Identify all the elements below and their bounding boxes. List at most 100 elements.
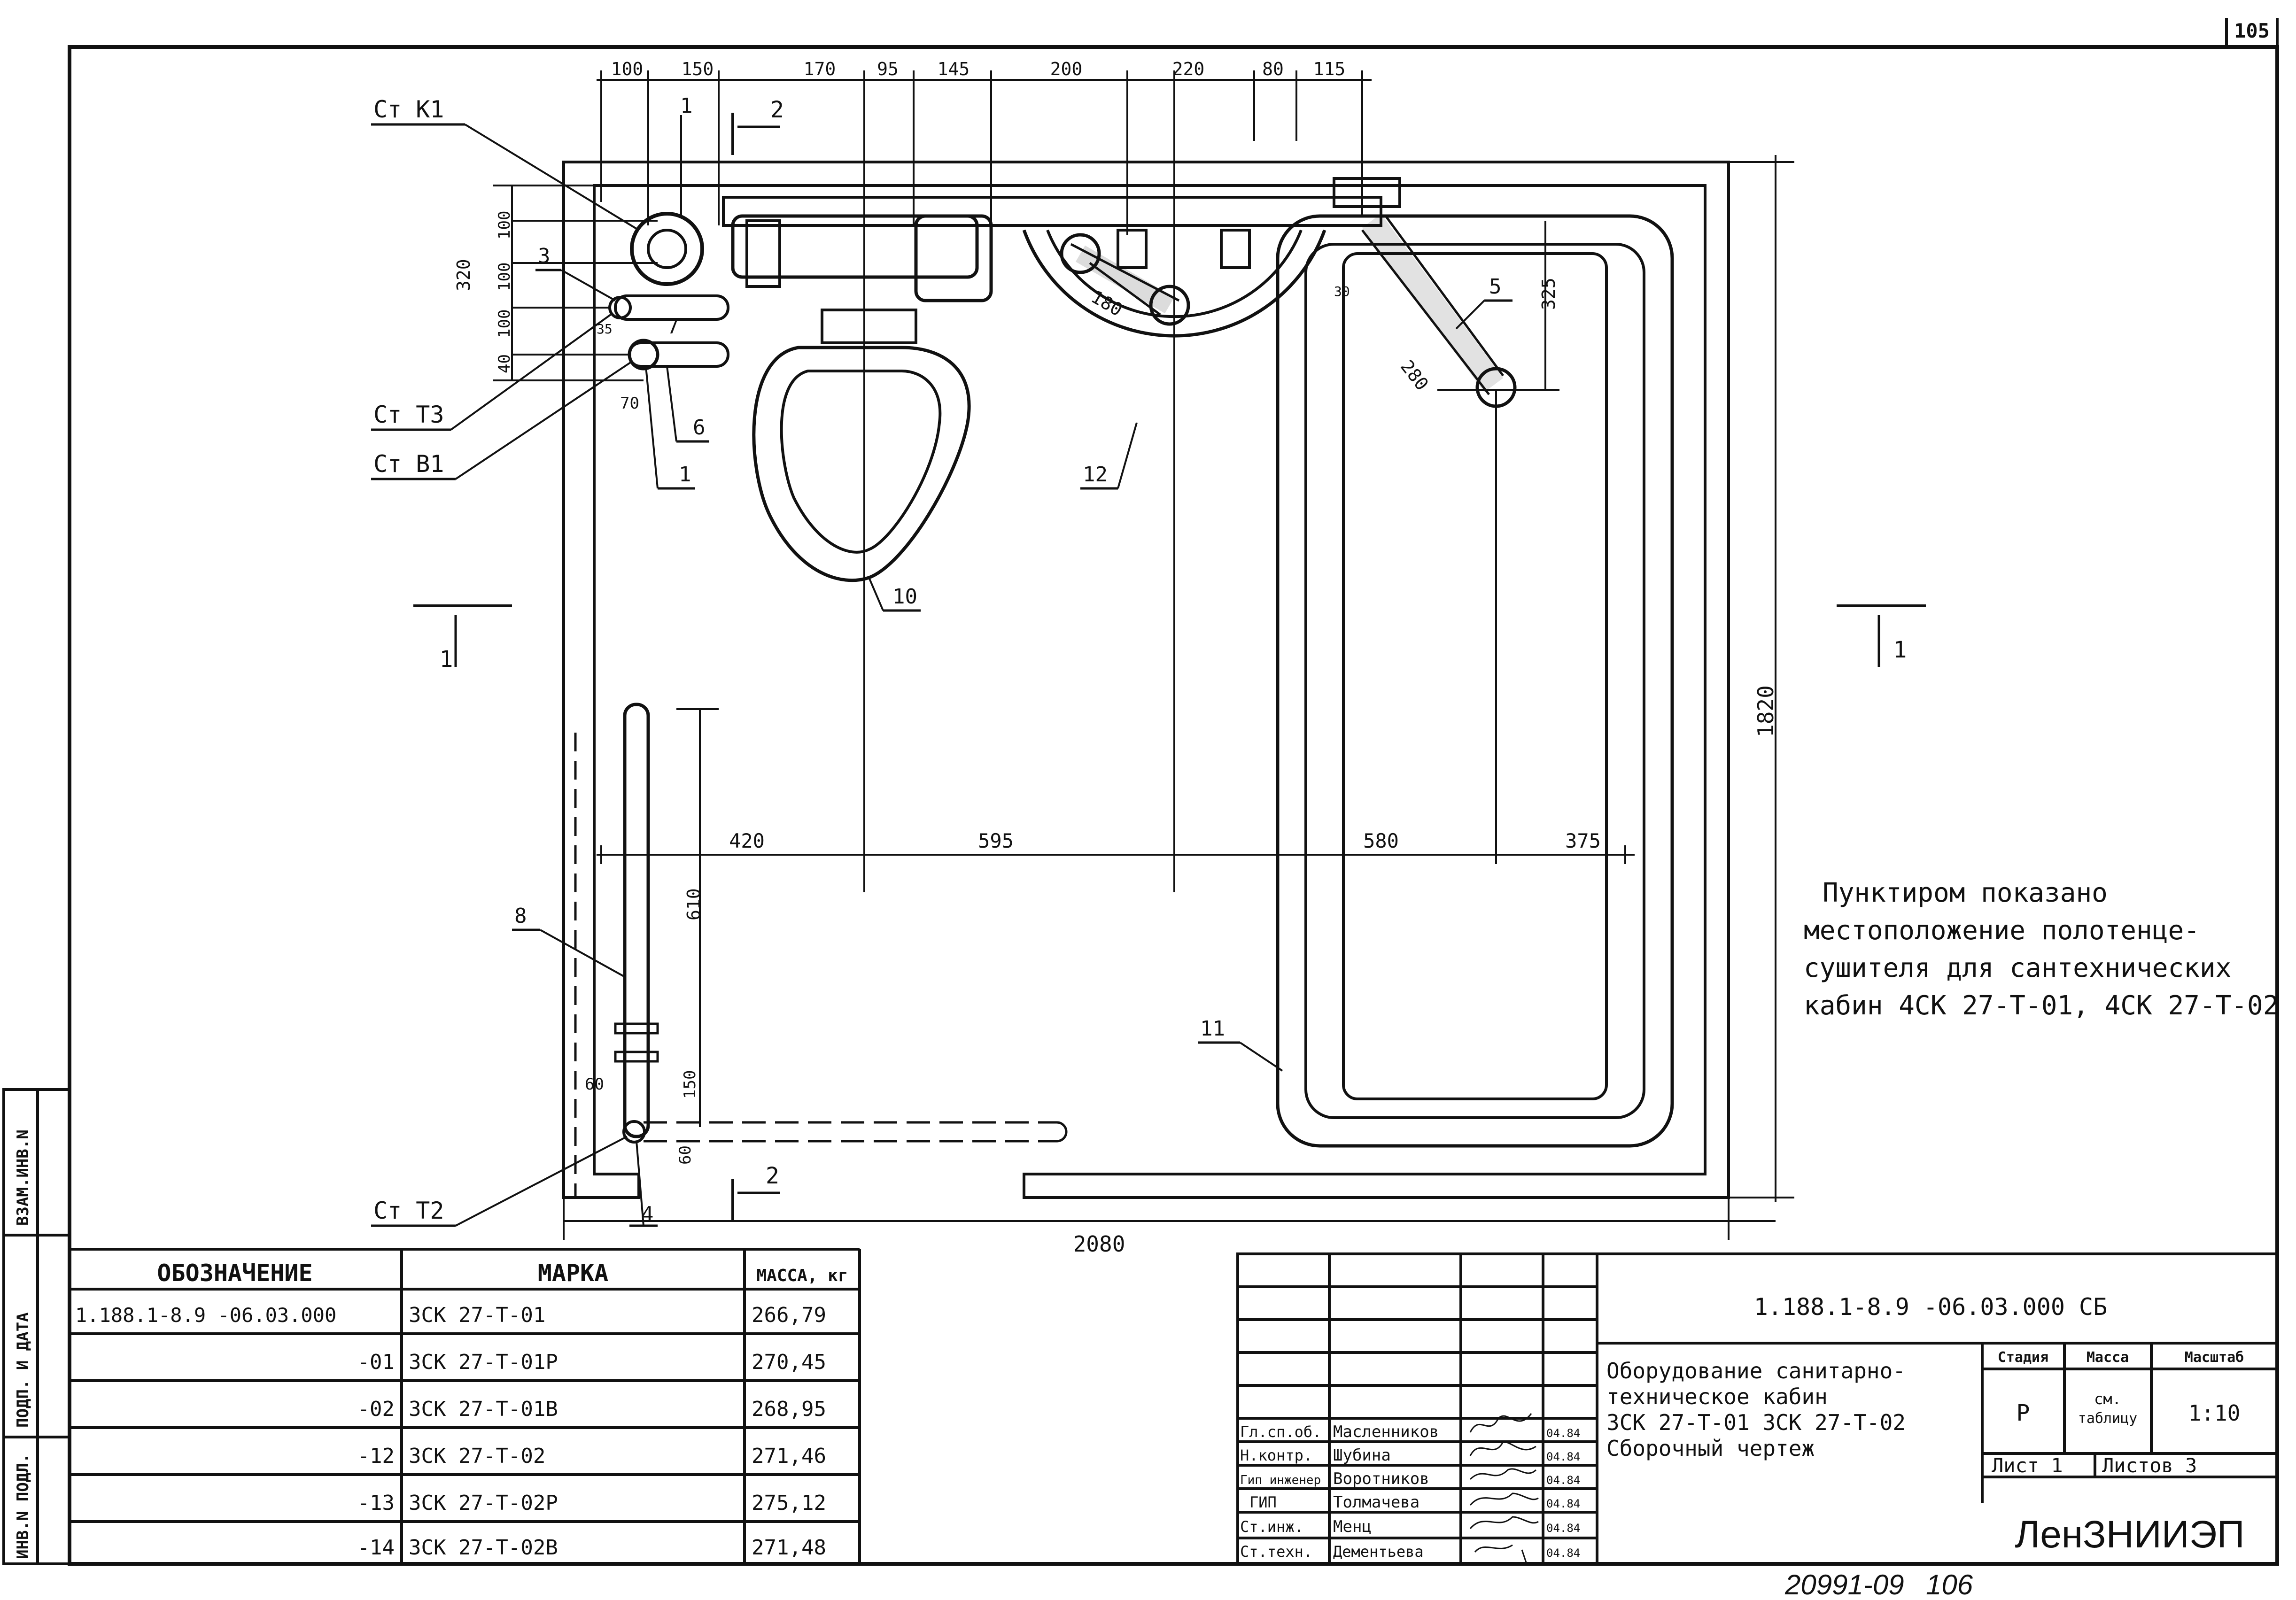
stage-label: Стадия	[1998, 1349, 2048, 1366]
callout-5: 5	[1489, 275, 1502, 299]
callout-stv1: Ст В1	[373, 450, 444, 478]
title-block: 1.188.1-8.9 -06.03.000 СБ Оборудование с…	[1236, 1252, 2279, 1565]
doc-code: 1.188.1-8.9 -06.03.000 СБ	[1754, 1293, 2108, 1321]
riser-t3	[608, 296, 632, 319]
dim-top-115: 115	[1313, 59, 1346, 79]
spec-header-designation: ОБОЗНАЧЕНИЕ	[157, 1260, 312, 1287]
sheet-label: Лист 1	[1992, 1454, 2063, 1477]
spec-row-mark: 3СК 27-Т-02	[409, 1444, 545, 1468]
callout-stk1: Ст К1	[373, 96, 444, 123]
callout-stt2: Ст Т2	[373, 1197, 444, 1224]
dim-mid-595: 595	[978, 829, 1014, 852]
callout-10: 10	[892, 585, 917, 609]
dim-left-100c: 100	[495, 309, 514, 338]
dim-left-320: 320	[453, 259, 474, 291]
spec-row-mass: 268,95	[752, 1397, 826, 1421]
sig-name: Толмачева	[1333, 1493, 1419, 1512]
section-mark-1-right: 1	[1893, 637, 1907, 663]
spec-header-mass: МАССА, кг	[756, 1266, 848, 1285]
dim-top-145: 145	[938, 59, 970, 79]
dim-mid-420: 420	[729, 829, 765, 852]
dim-mid-580: 580	[1363, 829, 1399, 852]
sig-role: Ст.техн.	[1240, 1543, 1312, 1561]
sig-role: Н.контр.	[1240, 1446, 1312, 1464]
note-line-3: сушителя для сантехнических	[1804, 953, 2231, 983]
dim-610: 610	[683, 888, 704, 920]
note-line-4: кабин 4СК 27-Т-01, 4СК 27-Т-02	[1804, 990, 2279, 1021]
sig-name: Воротников	[1333, 1469, 1429, 1488]
dim-30: 30	[1334, 284, 1350, 299]
dim-60a: 60	[585, 1075, 604, 1094]
dim-60b: 60	[676, 1145, 695, 1165]
mass-value-1: см.	[2094, 1390, 2121, 1408]
bathtub	[1276, 214, 1674, 1148]
sheets-label: Листов 3	[2102, 1454, 2197, 1477]
dim-top-95: 95	[877, 59, 899, 79]
sig-name: Дементьева	[1333, 1543, 1424, 1561]
sig-role: Ст.инж.	[1240, 1518, 1303, 1536]
scale-value: 1:10	[2188, 1400, 2241, 1426]
mass-value-2: таблицу	[2078, 1410, 2137, 1427]
dim-top-220: 220	[1172, 59, 1205, 79]
callout-3: 3	[538, 244, 551, 268]
handwritten-signatures	[1469, 1413, 1539, 1564]
sig-name: Масленников	[1333, 1422, 1439, 1441]
spec-row-designation: -02	[357, 1397, 395, 1421]
sig-date: 04.84	[1546, 1546, 1580, 1560]
spec-row-designation: -13	[357, 1491, 395, 1515]
spec-row-mass: 271,46	[752, 1444, 826, 1468]
section-mark-2-top: 2	[770, 97, 784, 123]
towel-dryer	[623, 703, 650, 1138]
sheet-frame: 10 5	[68, 18, 2279, 1566]
callout-1-bottom: 1	[679, 463, 691, 487]
toilet-bowl	[752, 346, 971, 582]
sig-date: 04.84	[1546, 1497, 1580, 1510]
sig-role: ГИП	[1249, 1493, 1277, 1511]
title-line-3: 3СК 27-Т-01 3СК 27-Т-02	[1606, 1410, 1906, 1435]
sig-name: Менц	[1333, 1517, 1372, 1536]
sig-role: Гип инженер	[1240, 1473, 1321, 1487]
spec-row-mass: 275,12	[752, 1491, 826, 1515]
dim-left-40: 40	[495, 354, 514, 373]
cabin-wall	[562, 161, 1730, 1199]
section-mark-1-left: 1	[440, 646, 453, 672]
dim-325: 325	[1538, 278, 1559, 310]
dim-top-170: 170	[804, 59, 836, 79]
dimensions: 100 150 170 95 145 200 220 80 115 320 10…	[453, 59, 1794, 1257]
org-name: ЛенЗНИИЭП	[2015, 1513, 2244, 1556]
cabin-plan	[562, 161, 1730, 1199]
spec-row-mark: 3СК 27-Т-02Р	[409, 1491, 558, 1515]
main-pipe	[722, 196, 1382, 227]
section-marks: 1 1 2 2	[413, 97, 1926, 1221]
dim-mid-375: 375	[1565, 829, 1601, 852]
callout-8: 8	[514, 904, 527, 928]
spec-row-mass: 270,45	[752, 1350, 826, 1374]
riser-k1	[630, 212, 704, 286]
spec-row-mark: 3СК 27-Т-01	[409, 1303, 545, 1327]
spec-row-designation: -01	[357, 1350, 395, 1374]
dim-top-200: 200	[1050, 59, 1083, 79]
callout-6: 6	[693, 416, 706, 440]
title-line-1: Оборудование санитарно-	[1606, 1358, 1906, 1384]
spec-table: ОБОЗНАЧЕНИЕ МАРКА МАССА, кг 1.188.1-8.9 …	[70, 1248, 861, 1564]
sig-date: 04.84	[1546, 1522, 1580, 1535]
dim-top-80: 80	[1262, 59, 1284, 79]
callout-1-top: 1	[680, 94, 693, 118]
spec-row-designation: 1.188.1-8.9 -06.03.000	[75, 1304, 336, 1327]
callouts: Ст К1 Ст Т3 Ст В1 Ст Т2 1 1 3 4 5 6 7 8	[371, 94, 1513, 1227]
callout-stt3: Ст Т3	[373, 401, 444, 428]
dim-right-1820: 1820	[1753, 685, 1778, 737]
dim-150: 150	[681, 1070, 699, 1099]
spec-row-mark: 3СК 27-Т-01В	[409, 1397, 558, 1421]
mass-label: Масса	[2087, 1349, 2129, 1366]
sig-date: 04.84	[1546, 1474, 1580, 1487]
note-line-1: Пунктиром показано	[1823, 878, 2108, 908]
spec-row-mark: 3СК 27-Т-02В	[409, 1536, 558, 1560]
sig-name: Шубина	[1333, 1446, 1391, 1465]
spec-row-mass: 266,79	[752, 1303, 826, 1327]
riser-t2	[622, 1120, 646, 1144]
dim-70: 70	[620, 394, 639, 413]
sig-date: 04.84	[1546, 1450, 1580, 1463]
archive-page: 106	[1926, 1569, 1973, 1600]
strip-label-podp: ПОДП. И ДАТА	[14, 1312, 32, 1428]
